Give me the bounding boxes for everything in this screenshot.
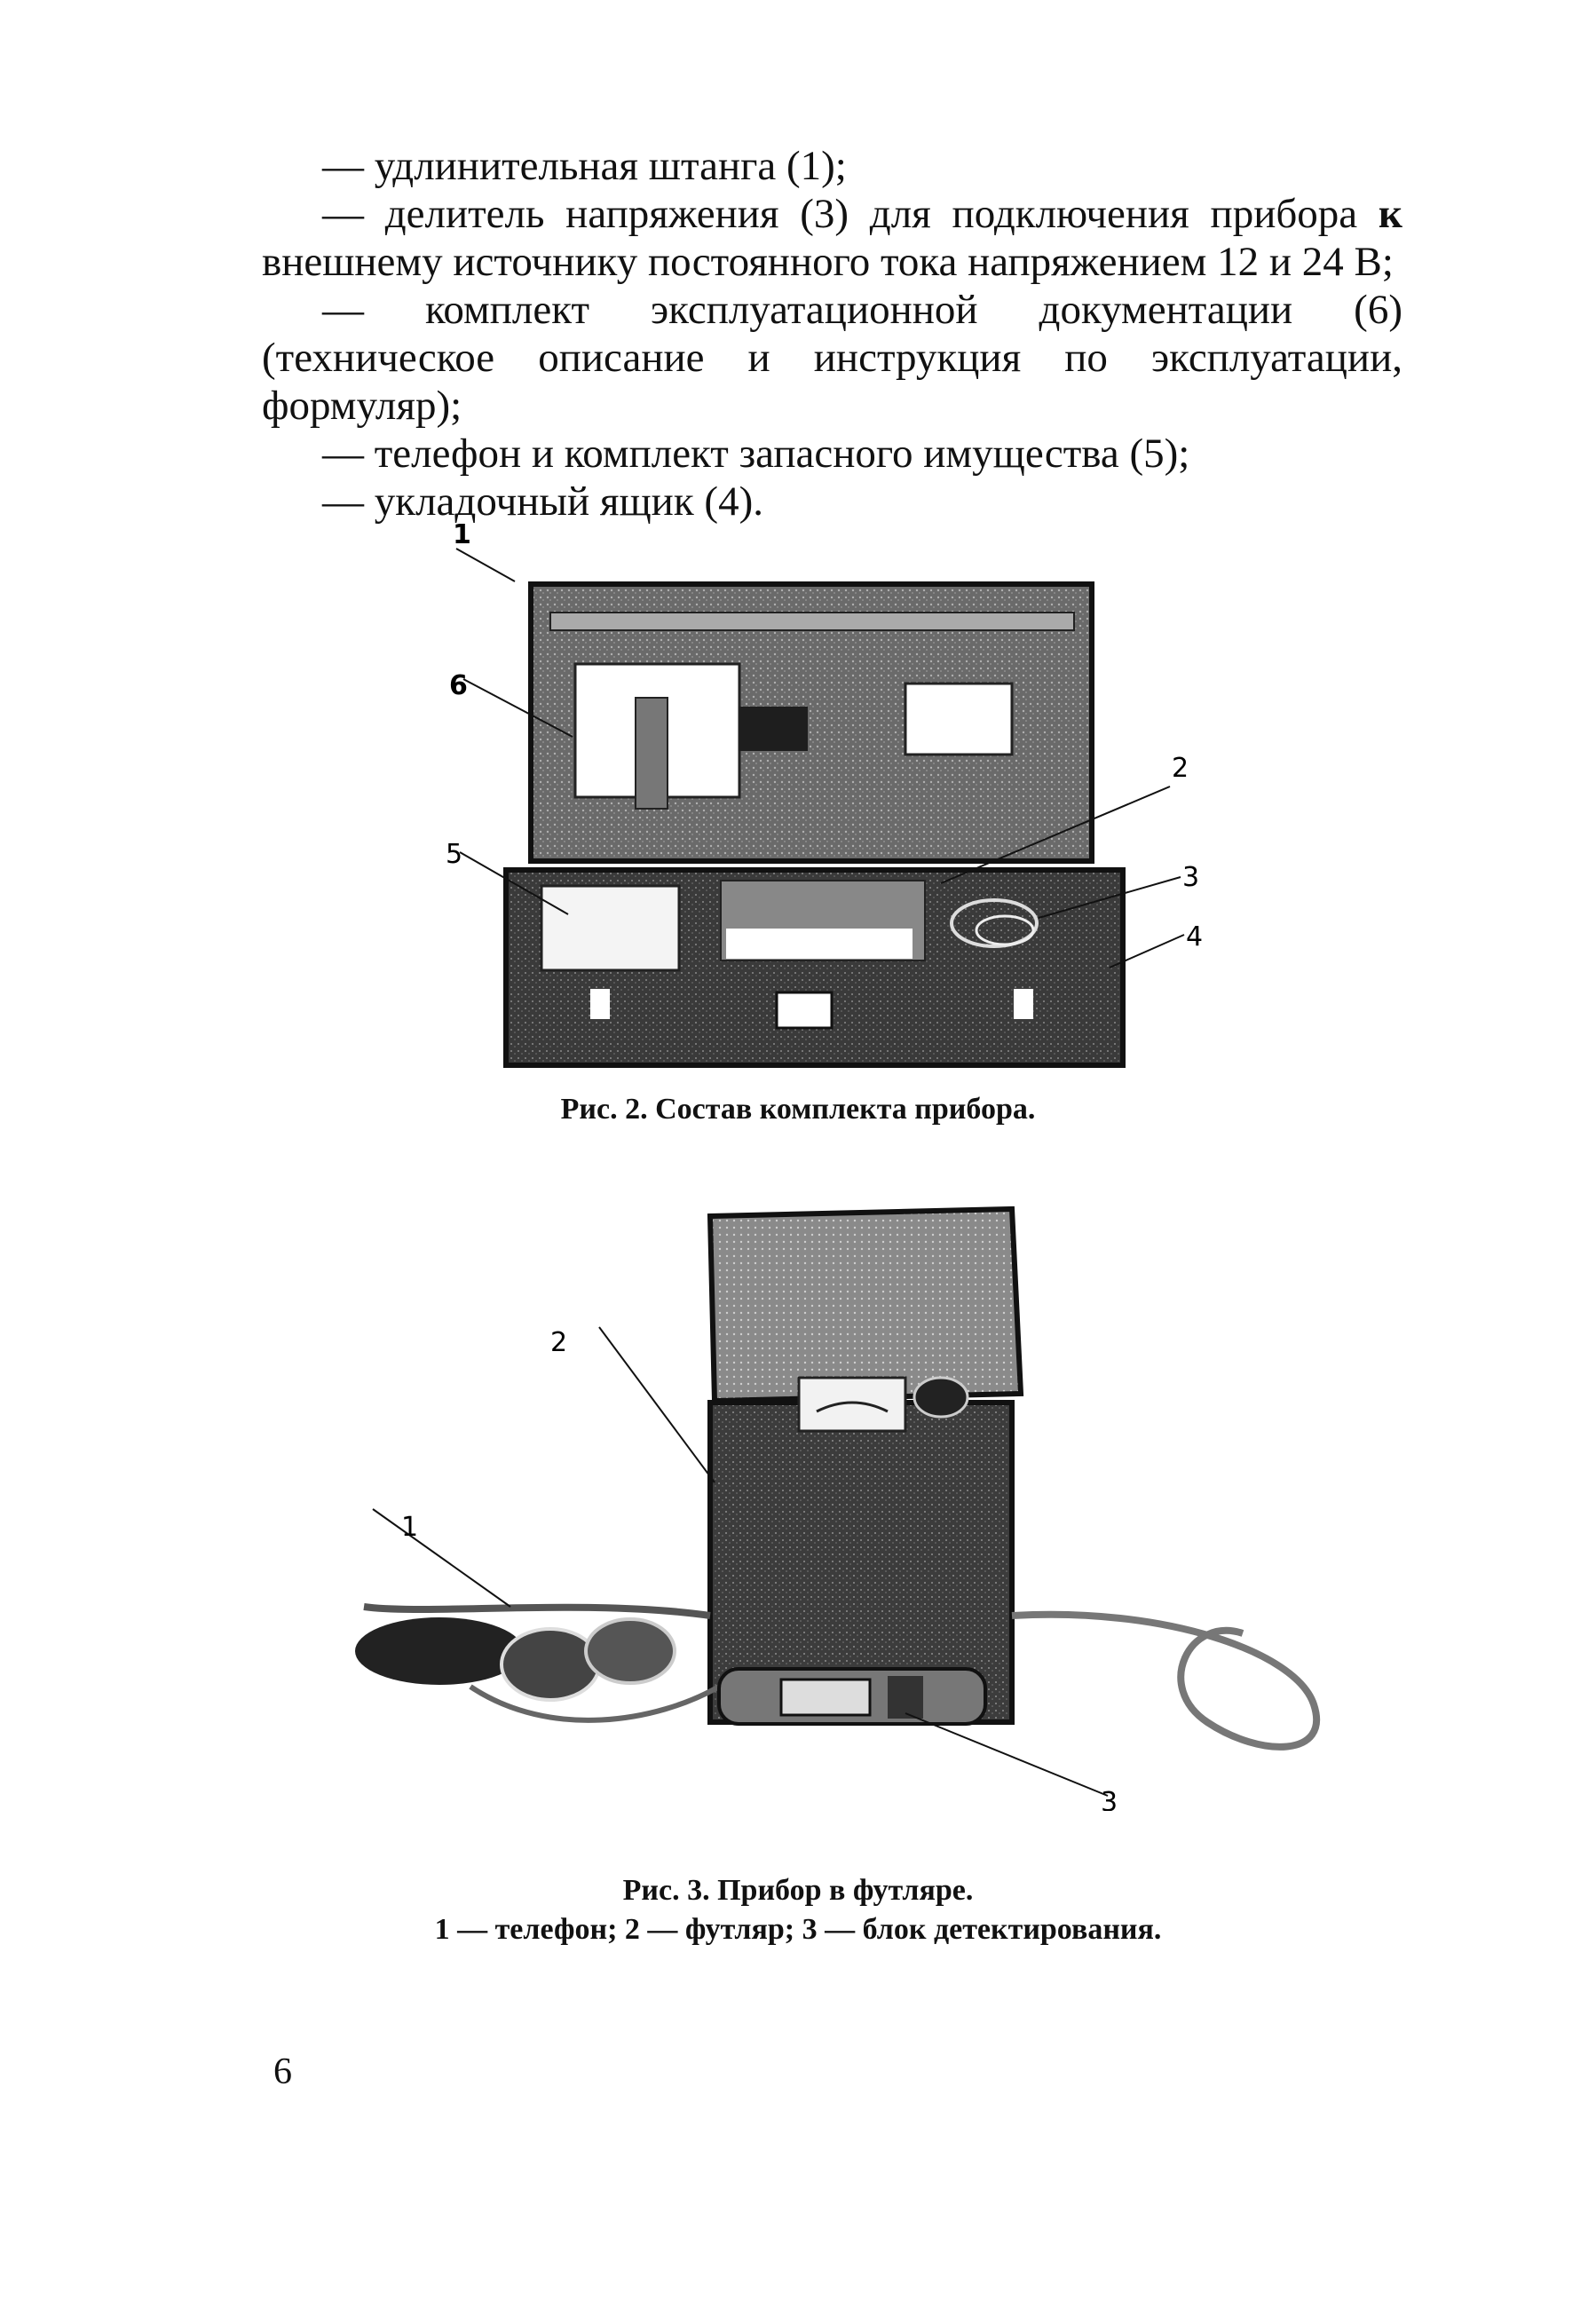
fig3-callout-2: 2 [550, 1327, 567, 1358]
fig2-callout-3: 3 [1182, 862, 1199, 893]
case-lid [707, 1205, 1024, 1404]
figure-3-instrument-photo: 1 2 3 [355, 1205, 1320, 1811]
voltage-divider-bold-k: к [1378, 191, 1402, 237]
figure-3-legend: 1 — телефон; 2 — футляр; 3 — блок детект… [434, 1913, 1162, 1946]
list-item-storage-box: — укладочный ящик (4). [322, 478, 763, 525]
list-item-telephone: — телефон и комплект запасного имущества… [322, 431, 1190, 477]
fig3-callout-1: 1 [401, 1512, 418, 1543]
body-text: — удлинительная штанга (1); — делитель н… [262, 142, 1402, 526]
figure-3-caption: Рис. 3. Прибор в футляре. [622, 1874, 974, 1907]
figure-2-caption: Рис. 2. Состав комплекта прибора. [560, 1093, 1036, 1126]
list-item-documentation: — комплект эксплуатационной документации… [262, 287, 1402, 429]
list-item-voltage-divider: — делитель напряжения (3) для подключени… [262, 190, 1402, 286]
list-item-extension-rod: — удлинительная штанга (1); [322, 143, 847, 189]
voltage-divider-text-2: внешнему источнику постоянного тока напр… [262, 239, 1394, 285]
page-number: 6 [273, 2051, 292, 2092]
fig2-callout-2: 2 [1172, 753, 1189, 784]
fig2-callout-5: 5 [446, 839, 462, 870]
fig2-callout-6: 6 [449, 670, 468, 701]
fig2-callout-4: 4 [1186, 921, 1203, 952]
fig3-callout-3: 3 [1101, 1787, 1118, 1811]
voltage-divider-text-1: — делитель напряжения (3) для подключени… [322, 191, 1379, 237]
fig2-callout-1: 1 [453, 524, 471, 550]
telephone-handset [355, 1617, 524, 1685]
figure-2-kit-photo: 1 6 5 2 3 4 [446, 524, 1203, 1068]
